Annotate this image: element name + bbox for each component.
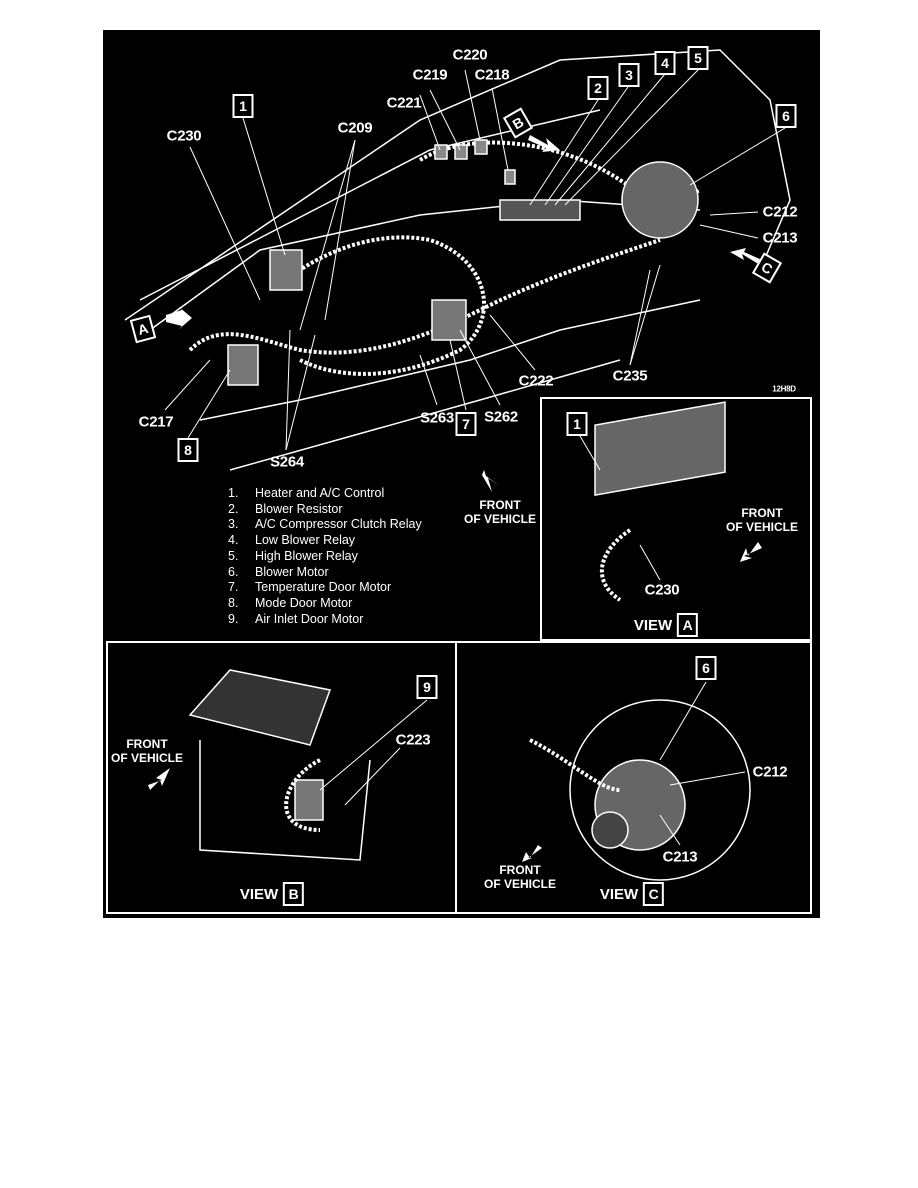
front-text: FRONT <box>741 506 783 520</box>
legend-num: 6. <box>228 564 239 579</box>
legend-item: 1. Heater and A/C Control <box>228 486 422 502</box>
connector-label: C212 <box>752 763 788 781</box>
legend-item: 9. Air Inlet Door Motor <box>228 612 422 628</box>
legend-text: Blower Resistor <box>255 501 343 516</box>
legend-text: Air Inlet Door Motor <box>255 611 364 626</box>
front-text: FRONT <box>479 498 521 512</box>
connector-label: C209 <box>337 119 373 137</box>
front-text: OF VEHICLE <box>483 877 557 891</box>
connector-label: C219 <box>412 66 448 84</box>
front-text: OF VEHICLE <box>725 520 799 534</box>
callout-box: 4 <box>654 51 676 75</box>
callout-box: 3 <box>618 63 640 87</box>
legend-text: Mode Door Motor <box>255 595 353 610</box>
view-c-frame <box>455 641 812 914</box>
legend-num: 2. <box>228 501 239 516</box>
view-letter-box: A <box>677 613 699 637</box>
front-text: OF VEHICLE <box>463 512 537 526</box>
view-letter-box: B <box>283 882 305 906</box>
legend-num: 3. <box>228 517 239 532</box>
front-of-vehicle-label: FRONT OF VEHICLE <box>726 506 798 534</box>
view-letter-box: C <box>643 882 665 906</box>
legend-num: 4. <box>228 533 239 548</box>
legend-num: 9. <box>228 611 239 626</box>
figure-code: 12H8D <box>772 384 796 394</box>
callout-box: 9 <box>416 675 438 699</box>
splice-label: S264 <box>270 453 304 471</box>
legend-text: High Blower Relay <box>255 548 358 563</box>
callout-box: 1 <box>232 94 254 118</box>
callout-box: 7 <box>455 412 477 436</box>
legend-text: Blower Motor <box>255 564 329 579</box>
front-text: OF VEHICLE <box>110 751 184 765</box>
front-text: FRONT <box>499 863 541 877</box>
legend-text: Low Blower Relay <box>255 533 356 548</box>
connector-label: C230 <box>644 581 680 599</box>
view-title-text: VIEW <box>633 616 673 634</box>
legend-text: A/C Compressor Clutch Relay <box>255 517 422 532</box>
front-text: FRONT <box>126 737 168 751</box>
view-title-text: VIEW <box>239 885 279 903</box>
legend-text: Temperature Door Motor <box>255 580 392 595</box>
legend-item: 3. A/C Compressor Clutch Relay <box>228 517 422 533</box>
connector-label: C235 <box>612 367 648 385</box>
legend-item: 8. Mode Door Motor <box>228 596 422 612</box>
component-legend: 1. Heater and A/C Control 2. Blower Resist… <box>228 486 422 627</box>
legend-num: 7. <box>228 580 239 595</box>
legend-item: 6. Blower Motor <box>228 565 422 581</box>
callout-box: 6 <box>775 104 797 128</box>
legend-num: 5. <box>228 548 239 563</box>
connector-label: C223 <box>395 731 431 749</box>
connector-label: C218 <box>474 66 510 84</box>
splice-label: S262 <box>484 408 518 426</box>
connector-label: C220 <box>452 46 488 64</box>
callout-box: 1 <box>566 412 588 436</box>
legend-item: 7. Temperature Door Motor <box>228 580 422 596</box>
view-a-frame <box>540 397 812 641</box>
connector-label: C212 <box>762 203 798 221</box>
legend-num: 1. <box>228 486 239 500</box>
front-of-vehicle-label: FRONT OF VEHICLE <box>111 737 183 765</box>
connector-label: C217 <box>138 413 174 431</box>
callout-box: 8 <box>177 438 199 462</box>
splice-label: S263 <box>420 409 454 427</box>
connector-label: C221 <box>386 94 422 112</box>
callout-box: 5 <box>687 46 709 70</box>
front-of-vehicle-label: FRONT OF VEHICLE <box>484 863 556 891</box>
arrow-view-a <box>166 306 192 330</box>
callout-box: 2 <box>587 76 609 100</box>
legend-item: 4. Low Blower Relay <box>228 533 422 549</box>
legend-item: 5. High Blower Relay <box>228 549 422 565</box>
front-of-vehicle-label: FRONT OF VEHICLE <box>464 498 536 526</box>
legend-num: 8. <box>228 595 239 610</box>
connector-label: C213 <box>762 229 798 247</box>
legend-text: Heater and A/C Control <box>255 486 385 500</box>
connector-label: C213 <box>662 848 698 866</box>
connector-label: C222 <box>518 372 554 390</box>
legend-item: 2. Blower Resistor <box>228 502 422 518</box>
callout-box: 6 <box>695 656 717 680</box>
connector-label: C230 <box>166 127 202 145</box>
view-title-text: VIEW <box>599 885 639 903</box>
